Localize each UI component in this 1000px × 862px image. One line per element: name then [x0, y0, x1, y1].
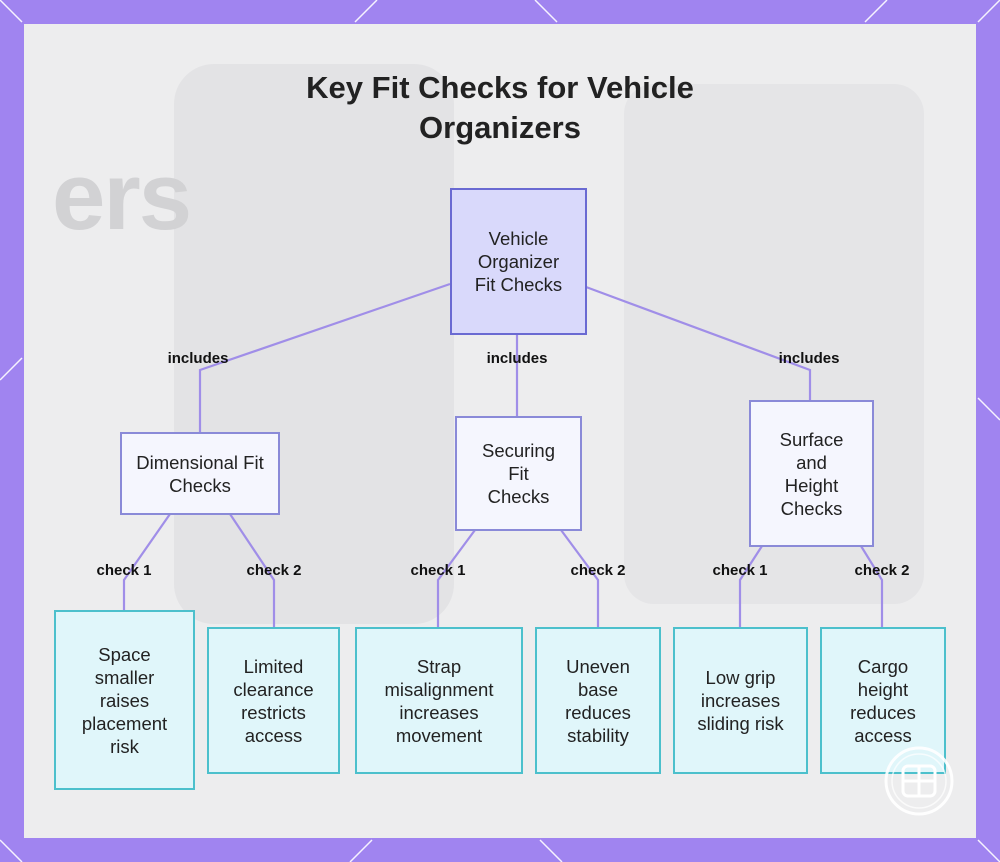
edge-label-check: check 1: [712, 562, 768, 579]
edge-label-check: check 2: [246, 562, 302, 579]
edge-label-includes: includes: [778, 350, 840, 367]
leaf-uneven-base-label: Uneven base reduces stability: [565, 655, 631, 746]
grid-logo-icon: [884, 746, 954, 816]
leaf-limited-clearance-label: Limited clearance restricts access: [233, 655, 314, 746]
leaf-low-grip-label: Low grip increases sliding risk: [697, 667, 784, 734]
edge-label-includes: includes: [167, 350, 229, 367]
edge-label-includes: includes: [486, 350, 548, 367]
root-node: Vehicle Organizer Fit Checks: [450, 188, 587, 335]
leaf-strap-misalignment-label: Strap misalignment increases movement: [384, 655, 494, 746]
background-watermark: ers: [52, 143, 192, 250]
surface-height-checks-node: Surface and Height Checks: [749, 400, 874, 547]
leaf-space-smaller: Space smaller raises placement risk: [54, 610, 195, 790]
edge-label-check: check 2: [570, 562, 626, 579]
root-node-label: Vehicle Organizer Fit Checks: [474, 228, 563, 295]
securing-fit-checks-node: Securing Fit Checks: [455, 416, 582, 531]
edge-label-check: check 2: [854, 562, 910, 579]
leaf-limited-clearance: Limited clearance restricts access: [207, 627, 340, 774]
dimensional-fit-checks-label: Dimensional Fit Checks: [136, 451, 264, 496]
leaf-low-grip: Low grip increases sliding risk: [673, 627, 808, 774]
background-photo: [174, 64, 454, 624]
leaf-uneven-base: Uneven base reduces stability: [535, 627, 661, 774]
dimensional-fit-checks-node: Dimensional Fit Checks: [120, 432, 280, 515]
diagram-title: Key Fit Checks for Vehicle Organizers: [306, 70, 694, 145]
leaf-cargo-height-label: Cargo height reduces access: [850, 655, 916, 746]
securing-fit-checks-label: Securing Fit Checks: [481, 440, 555, 507]
surface-height-checks-label: Surface and Height Checks: [779, 428, 844, 519]
leaf-space-smaller-label: Space smaller raises placement risk: [81, 643, 168, 757]
leaf-strap-misalignment: Strap misalignment increases movement: [355, 627, 523, 774]
edge-label-check: check 1: [96, 562, 152, 579]
edge-label-check: check 1: [410, 562, 466, 579]
